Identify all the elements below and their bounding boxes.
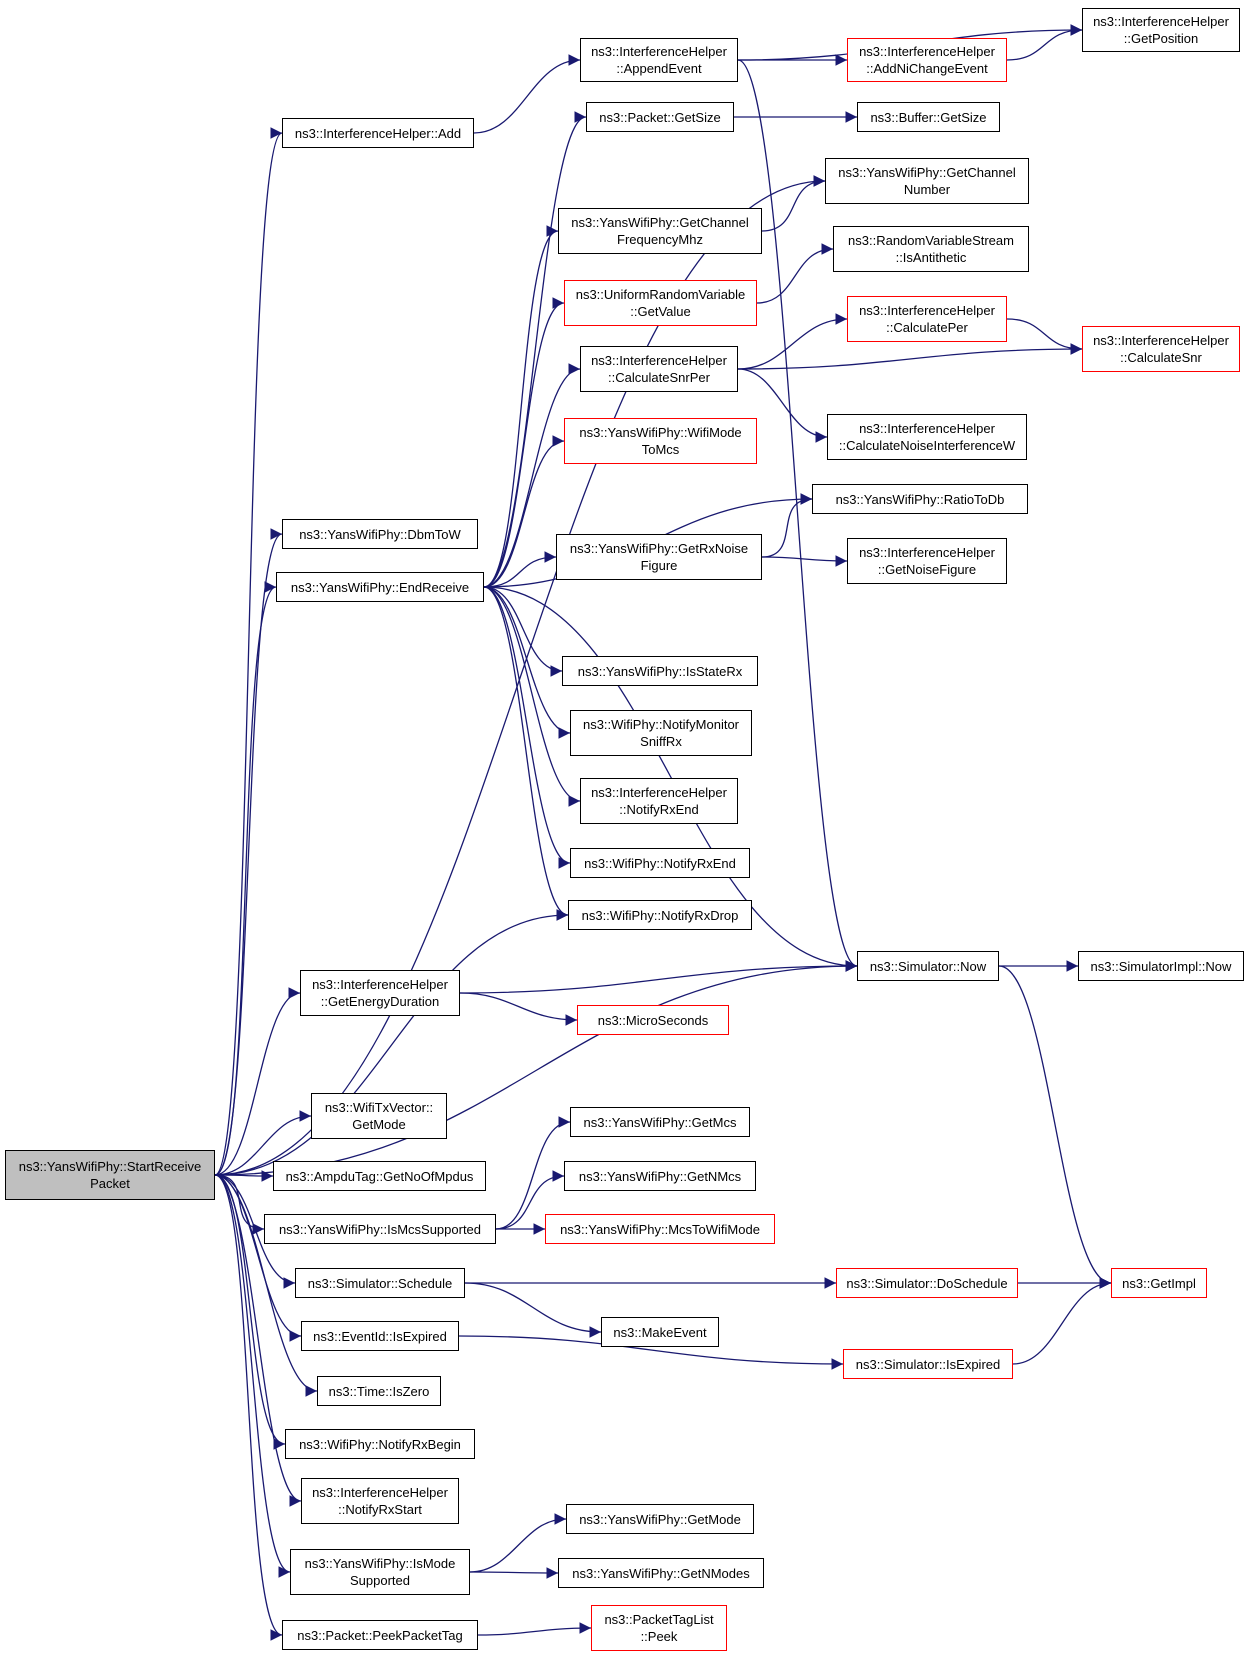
- node-ywp-noisefig[interactable]: ns3::YansWifiPhy::GetRxNoise Figure: [556, 534, 762, 580]
- edge-root-to-pkt-peek: [214, 1174, 283, 1641]
- edge-root-to-ih-add: [214, 127, 283, 1176]
- node-ywp-ratiodb[interactable]: ns3::YansWifiPhy::RatioToDb: [812, 484, 1028, 514]
- edge-ywp-endrx-to-ih-rxend: [483, 586, 581, 807]
- node-ih-snrper[interactable]: ns3::InterferenceHelper ::CalculateSnrPe…: [580, 346, 738, 392]
- edge-ywp-endrx-to-ywp-isrx: [483, 586, 563, 677]
- edge-ywp-endrx-to-ywp-chfreq: [483, 225, 559, 588]
- node-ih-append[interactable]: ns3::InterferenceHelper ::AppendEvent: [580, 38, 738, 82]
- edge-ywp-endrx-to-sim-now: [483, 586, 858, 972]
- edge-ywp-endrx-to-ywp-noisefig: [483, 551, 557, 588]
- edge-ywp-modesup-to-ywp-getmode: [469, 1513, 567, 1573]
- edge-ih-addni-to-ih-getpos: [1006, 24, 1083, 61]
- edge-root-to-sim-sched: [214, 1174, 296, 1289]
- edge-ywp-mcssup-to-ywp-getmcs: [495, 1116, 571, 1230]
- edge-ywp-noisefig-to-ih-noisefig: [761, 555, 848, 567]
- node-ywp-getnmodes[interactable]: ns3::YansWifiPhy::GetNModes: [558, 1558, 764, 1588]
- node-buf-size[interactable]: ns3::Buffer::GetSize: [857, 102, 1000, 132]
- edge-ywp-endrx-to-ih-snrper: [483, 363, 581, 588]
- edge-ih-snrper-to-ih-per: [737, 313, 848, 370]
- edge-ih-add-to-ih-append: [473, 54, 581, 134]
- edge-pkt-peek-to-ptl-peek: [477, 1622, 592, 1636]
- node-ih-getpos[interactable]: ns3::InterferenceHelper ::GetPosition: [1082, 8, 1240, 52]
- node-ywp-chfreq[interactable]: ns3::YansWifiPhy::GetChannel FrequencyMh…: [558, 208, 762, 254]
- edge-ywp-noisefig-to-ywp-ratiodb: [761, 493, 813, 558]
- node-ih-energy[interactable]: ns3::InterferenceHelper ::GetEnergyDurat…: [300, 970, 460, 1016]
- edge-ih-snrper-to-ih-noisew: [737, 368, 828, 443]
- node-wp-rxbegin[interactable]: ns3::WifiPhy::NotifyRxBegin: [285, 1429, 475, 1459]
- node-micro[interactable]: ns3::MicroSeconds: [577, 1005, 729, 1035]
- node-ih-noisew[interactable]: ns3::InterferenceHelper ::CalculateNoise…: [827, 414, 1027, 460]
- edge-ev-expired-to-sim-expired: [458, 1335, 844, 1370]
- edge-root-to-ywp-modesup: [214, 1174, 291, 1578]
- node-time-zero[interactable]: ns3::Time::IsZero: [317, 1376, 441, 1406]
- node-ywp-getnmcs[interactable]: ns3::YansWifiPhy::GetNMcs: [564, 1161, 756, 1191]
- node-wp-monitor[interactable]: ns3::WifiPhy::NotifyMonitor SniffRx: [570, 710, 752, 756]
- node-sim-expired[interactable]: ns3::Simulator::IsExpired: [843, 1349, 1013, 1379]
- node-makeevent[interactable]: ns3::MakeEvent: [601, 1317, 719, 1347]
- edge-ih-snrper-to-ih-snr: [737, 343, 1083, 370]
- edge-root-to-time-zero: [214, 1174, 318, 1397]
- node-ih-addni[interactable]: ns3::InterferenceHelper ::AddNiChangeEve…: [847, 38, 1007, 82]
- node-ywp-getmcs[interactable]: ns3::YansWifiPhy::GetMcs: [570, 1107, 750, 1137]
- node-wp-rxend[interactable]: ns3::WifiPhy::NotifyRxEnd: [570, 848, 750, 878]
- edge-ih-per-to-ih-snr: [1006, 318, 1083, 355]
- node-ev-expired[interactable]: ns3::EventId::IsExpired: [301, 1321, 459, 1351]
- edge-urv-val-to-rvs-anti: [756, 243, 834, 304]
- node-getimpl[interactable]: ns3::GetImpl: [1111, 1268, 1207, 1298]
- edge-root-to-wp-rxdrop: [214, 909, 569, 1176]
- node-ywp-isrx[interactable]: ns3::YansWifiPhy::IsStateRx: [562, 656, 758, 686]
- node-ywp-endrx[interactable]: ns3::YansWifiPhy::EndReceive: [276, 572, 484, 602]
- node-ywp-modesup[interactable]: ns3::YansWifiPhy::IsMode Supported: [290, 1549, 470, 1595]
- edge-ywp-endrx-to-wp-rxdrop: [483, 586, 569, 921]
- node-ih-add[interactable]: ns3::InterferenceHelper::Add: [282, 118, 474, 148]
- edge-ywp-endrx-to-urv-val: [483, 297, 565, 588]
- edge-root-to-ywp-endrx: [214, 581, 277, 1176]
- edge-root-to-txv-mode: [214, 1110, 312, 1176]
- node-txv-mode[interactable]: ns3::WifiTxVector:: GetMode: [311, 1093, 447, 1139]
- edge-ywp-endrx-to-ywp-mode2mcs: [483, 435, 565, 588]
- edge-root-to-ywp-mcssup: [214, 1174, 265, 1235]
- edge-ih-energy-to-sim-now: [459, 960, 858, 994]
- node-sim-now[interactable]: ns3::Simulator::Now: [857, 951, 999, 981]
- node-ywp-mcs2mode[interactable]: ns3::YansWifiPhy::McsToWifiMode: [545, 1214, 775, 1244]
- edge-root-to-ih-rxstart: [214, 1174, 302, 1507]
- node-pkt-peek[interactable]: ns3::Packet::PeekPacketTag: [282, 1620, 478, 1650]
- edge-ywp-endrx-to-pkt-size: [483, 111, 587, 588]
- node-ywp-getmode[interactable]: ns3::YansWifiPhy::GetMode: [566, 1504, 754, 1534]
- edge-ywp-mcssup-to-ywp-getnmcs: [495, 1170, 565, 1230]
- node-ih-snr[interactable]: ns3::InterferenceHelper ::CalculateSnr: [1082, 326, 1240, 372]
- node-sim-sched[interactable]: ns3::Simulator::Schedule: [295, 1268, 465, 1298]
- edge-ywp-endrx-to-wp-rxend: [483, 586, 571, 869]
- edge-ih-energy-to-micro: [459, 992, 578, 1026]
- node-ptl-peek[interactable]: ns3::PacketTagList ::Peek: [591, 1605, 727, 1651]
- edge-sim-expired-to-getimpl: [1012, 1277, 1112, 1365]
- edge-ywp-chfreq-to-ywp-chnum: [761, 175, 826, 232]
- edge-sim-now-to-getimpl: [998, 965, 1112, 1289]
- node-pkt-size[interactable]: ns3::Packet::GetSize: [586, 102, 734, 132]
- node-ih-noisefig[interactable]: ns3::InterferenceHelper ::GetNoiseFigure: [847, 538, 1007, 584]
- node-ih-rxstart[interactable]: ns3::InterferenceHelper ::NotifyRxStart: [301, 1478, 459, 1524]
- edge-root-to-ih-energy: [214, 987, 301, 1176]
- edge-ih-append-to-sim-now: [737, 59, 858, 972]
- node-ih-per[interactable]: ns3::InterferenceHelper ::CalculatePer: [847, 296, 1007, 342]
- node-simimpl-now[interactable]: ns3::SimulatorImpl::Now: [1078, 951, 1244, 981]
- node-wp-rxdrop[interactable]: ns3::WifiPhy::NotifyRxDrop: [568, 900, 752, 930]
- node-urv-val[interactable]: ns3::UniformRandomVariable ::GetValue: [564, 280, 757, 326]
- node-ywp-mcssup[interactable]: ns3::YansWifiPhy::IsMcsSupported: [264, 1214, 496, 1244]
- node-root[interactable]: ns3::YansWifiPhy::StartReceive Packet: [5, 1150, 215, 1200]
- node-sim-dosched[interactable]: ns3::Simulator::DoSchedule: [836, 1268, 1018, 1298]
- node-ywp-mode2mcs[interactable]: ns3::YansWifiPhy::WifiMode ToMcs: [564, 418, 757, 464]
- node-ywp-dbm[interactable]: ns3::YansWifiPhy::DbmToW: [282, 519, 478, 549]
- edge-root-to-ampdu: [214, 1170, 274, 1182]
- node-ih-rxend[interactable]: ns3::InterferenceHelper ::NotifyRxEnd: [580, 778, 738, 824]
- edge-ywp-modesup-to-ywp-getnmodes: [469, 1567, 559, 1579]
- node-ywp-chnum[interactable]: ns3::YansWifiPhy::GetChannel Number: [825, 158, 1029, 204]
- edge-ywp-endrx-to-wp-monitor: [483, 586, 571, 739]
- node-rvs-anti[interactable]: ns3::RandomVariableStream ::IsAntithetic: [833, 226, 1029, 272]
- node-ampdu[interactable]: ns3::AmpduTag::GetNoOfMpdus: [273, 1161, 486, 1191]
- edge-sim-sched-to-makeevent: [464, 1282, 602, 1338]
